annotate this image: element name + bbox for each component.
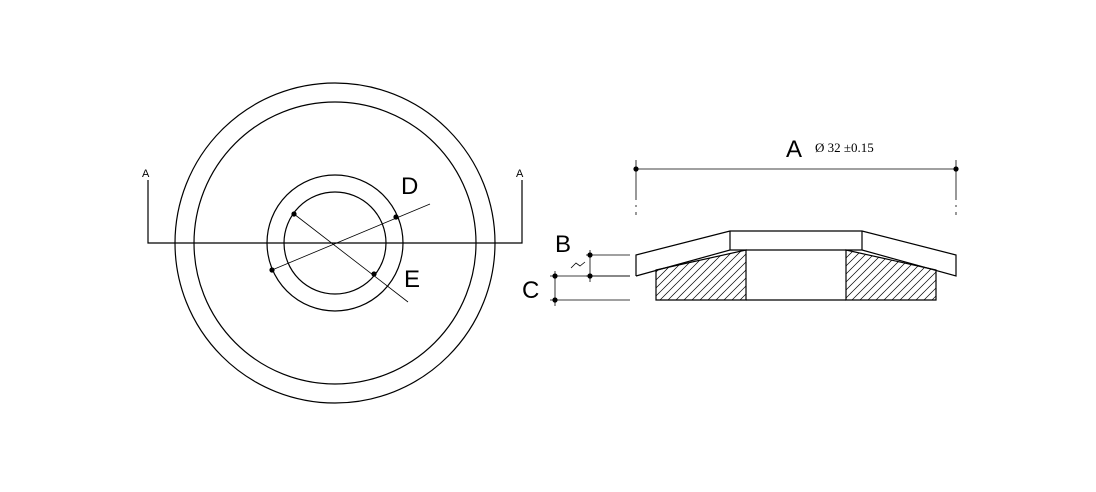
dimension-arrow xyxy=(587,252,593,258)
label-e: E xyxy=(404,266,420,293)
section-line-a-a xyxy=(147,180,523,244)
label-c: C xyxy=(522,277,539,304)
plan-view: A A D E xyxy=(142,82,524,404)
dimension-arrow xyxy=(953,166,959,172)
leader-point xyxy=(393,214,399,220)
label-d: D xyxy=(401,173,418,200)
dimension-arrow xyxy=(633,166,639,172)
section-marker-right: A xyxy=(516,168,524,180)
label-b: B xyxy=(555,231,571,258)
hatched-section-right xyxy=(845,249,937,301)
cap-outline xyxy=(635,230,957,277)
leader-line-b xyxy=(570,261,586,269)
dimension-arrow xyxy=(552,273,558,279)
dimension-arrow xyxy=(552,297,558,303)
leader-point xyxy=(291,211,297,217)
leader-point xyxy=(269,267,275,273)
label-a: A xyxy=(786,136,802,163)
leader-line-d xyxy=(271,203,431,271)
section-marker-left: A xyxy=(142,168,150,180)
dimension-a-value: Ø 32 ±0.15 xyxy=(815,140,874,155)
section-view: A Ø 32 ±0.15 B C xyxy=(522,136,959,306)
leader-point xyxy=(371,271,377,277)
leader-line-e xyxy=(293,213,409,303)
